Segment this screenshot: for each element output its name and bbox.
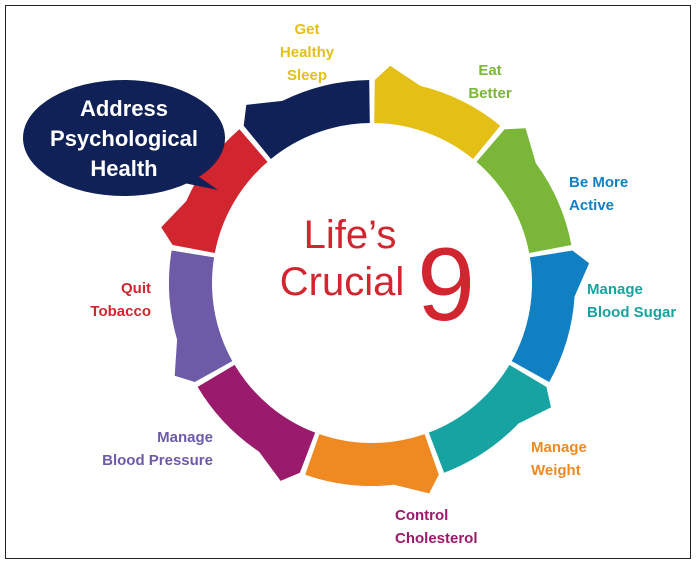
callout-line-3: Health bbox=[90, 156, 157, 181]
segment-manage-weight bbox=[305, 434, 439, 494]
label-line: Blood Sugar bbox=[587, 304, 676, 321]
segment-be-more-active bbox=[511, 250, 590, 382]
label-line: Better bbox=[468, 85, 512, 102]
label-line: Quit bbox=[121, 280, 151, 297]
segment-address-psychological-health bbox=[243, 80, 370, 159]
callout-line-2: Psychological bbox=[50, 126, 198, 151]
label-line: Be More bbox=[569, 174, 628, 191]
label-line: Tobacco bbox=[90, 303, 151, 320]
title-lifes: Life’s bbox=[304, 213, 397, 257]
segment-get-healthy-sleep bbox=[374, 65, 501, 159]
label-line: Active bbox=[569, 197, 614, 214]
segment-eat-better bbox=[476, 128, 572, 253]
title-crucial: Crucial bbox=[280, 260, 404, 304]
title-number-nine: 9 bbox=[417, 227, 475, 343]
center-title: Life’s Crucial 9 bbox=[280, 213, 475, 343]
label-line: Sleep bbox=[287, 67, 327, 84]
segment-manage-blood-pressure bbox=[169, 250, 233, 382]
label-line: Control bbox=[395, 507, 448, 524]
label-line: Healthy bbox=[280, 44, 335, 61]
segment-control-cholesterol bbox=[197, 364, 316, 481]
label-line: Eat bbox=[478, 62, 501, 79]
label-line: Manage bbox=[157, 429, 213, 446]
label-line: Weight bbox=[531, 462, 581, 479]
segment-manage-blood-sugar bbox=[428, 364, 551, 473]
label-line: Blood Pressure bbox=[102, 452, 213, 469]
label-line: Manage bbox=[531, 439, 587, 456]
label-line: Get bbox=[294, 21, 319, 38]
callout-address-psychological-health: Address Psychological Health bbox=[23, 80, 225, 196]
segment-quit-tobacco bbox=[161, 129, 268, 253]
label-line: Manage bbox=[587, 281, 643, 298]
callout-line-1: Address bbox=[80, 96, 168, 121]
label-line: Cholesterol bbox=[395, 530, 478, 547]
